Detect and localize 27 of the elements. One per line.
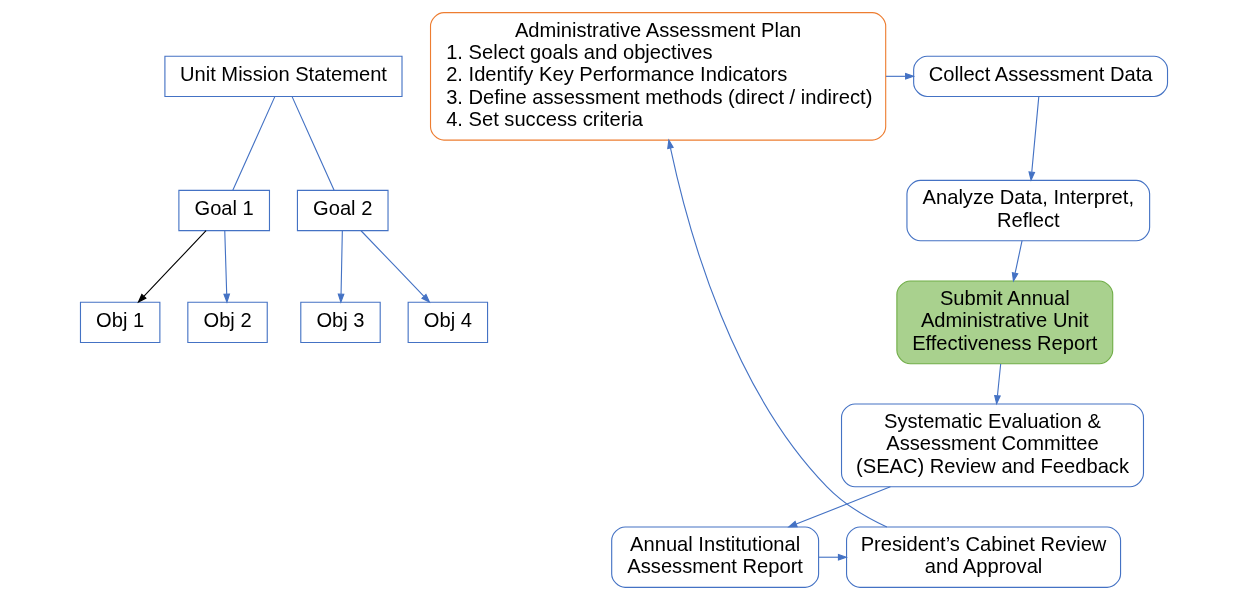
arrow bbox=[337, 230, 345, 304]
arrow bbox=[787, 486, 891, 528]
node-box: Systematic Evaluation & Assessment Committee (SEAC) Review and Feedback bbox=[840, 403, 1145, 488]
node-box: President’s Cabinet Review and Approval bbox=[846, 526, 1122, 588]
arrow bbox=[818, 553, 848, 561]
node-box: Goal 2 bbox=[296, 189, 389, 232]
node-box: Analyze Data, Interpret, Reflect bbox=[906, 179, 1151, 242]
connector bbox=[232, 96, 276, 191]
arrow bbox=[223, 230, 231, 304]
node-box: Obj 2 bbox=[187, 301, 268, 344]
node-box: Goal 1 bbox=[178, 189, 271, 232]
arrow bbox=[360, 230, 431, 304]
node-box: Obj 4 bbox=[407, 301, 489, 344]
node-box: Obj 1 bbox=[79, 301, 161, 344]
node-box: Submit Annual Administrative Unit Effectiveness Report bbox=[896, 280, 1114, 365]
arrow bbox=[137, 230, 207, 304]
arrow bbox=[994, 363, 1002, 406]
arrow bbox=[885, 72, 916, 80]
arrow bbox=[1028, 96, 1040, 182]
arrow bbox=[1011, 240, 1023, 283]
node-box: Unit Mission Statement bbox=[164, 55, 403, 97]
connector bbox=[291, 96, 335, 191]
node-box: Annual Institutional Assessment Report bbox=[611, 526, 820, 588]
arrow bbox=[667, 138, 888, 528]
node-box: Obj 3 bbox=[300, 301, 381, 344]
node-box: Collect Assessment Data bbox=[913, 55, 1169, 97]
node-box: Administrative Assessment Plan 1. Select goals and objectives 2. Identify Key Performance Indicators 3. Define assessment methods (direct / indirect) 4. Set success criteria bbox=[429, 12, 887, 141]
